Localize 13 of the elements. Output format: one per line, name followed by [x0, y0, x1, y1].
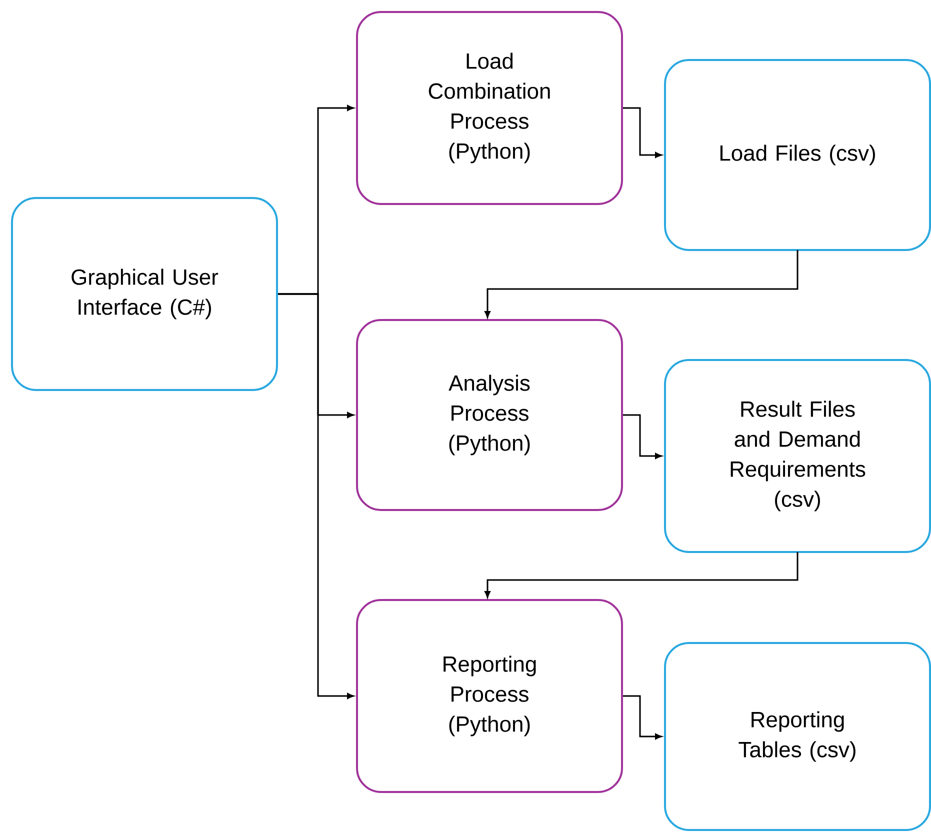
- data-box: Graphical User Interface (C#): [11, 197, 278, 391]
- arrow: [623, 414, 662, 459]
- process-box: Analysis Process (Python): [356, 319, 623, 511]
- data-box: Result Files and Demand Requirements (csv): [664, 359, 931, 553]
- arrow: [623, 695, 662, 740]
- process-box: Load Combination Process (Python): [356, 11, 623, 205]
- arrow: [484, 552, 798, 598]
- arrow: [278, 293, 354, 699]
- data-box: Load Files (csv): [664, 59, 931, 251]
- data-box: Reporting Tables (csv): [664, 642, 931, 831]
- process-box: Reporting Process (Python): [356, 599, 623, 793]
- arrow: [623, 107, 662, 158]
- arrow: [484, 250, 798, 318]
